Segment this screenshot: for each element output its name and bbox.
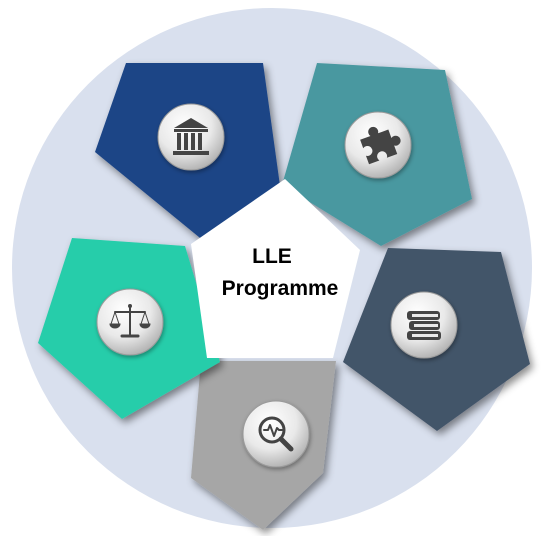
center-title-line1: LLE xyxy=(252,245,292,268)
segment-right xyxy=(343,248,530,431)
segment-top-left xyxy=(95,63,281,242)
center-title-line2: Programme xyxy=(222,277,339,300)
bank-building-icon xyxy=(157,103,225,171)
justice-scales-icon xyxy=(96,288,164,356)
puzzle-piece-icon xyxy=(344,111,412,179)
segment-bottom xyxy=(191,361,336,530)
magnifier-pulse-icon xyxy=(242,400,310,468)
books-stack-icon xyxy=(390,291,458,359)
center-pentagon xyxy=(191,179,360,358)
segment-left xyxy=(38,238,220,419)
segment-top-right xyxy=(282,63,472,246)
